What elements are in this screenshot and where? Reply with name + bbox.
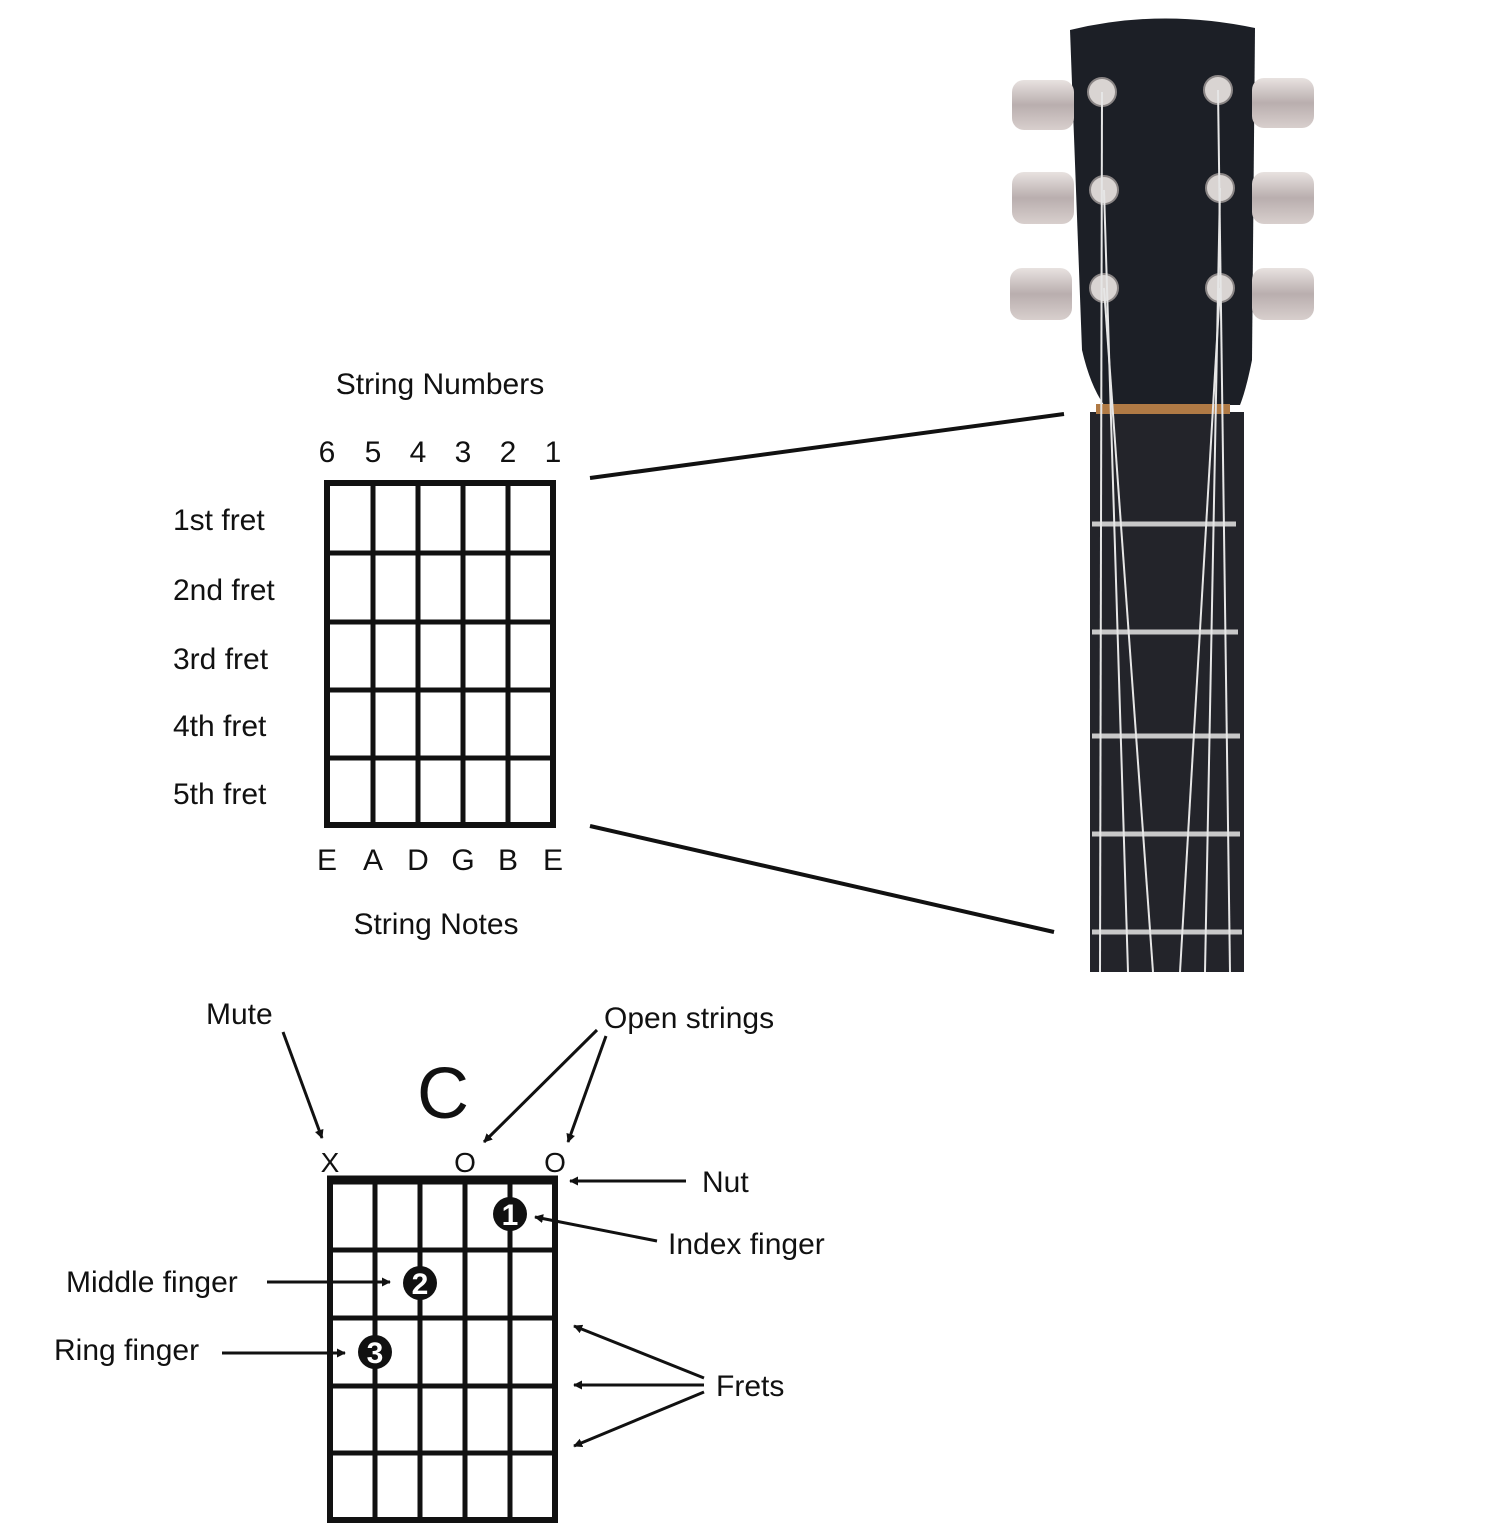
- frets-arrow: [573, 1324, 705, 1380]
- finger-dot-3: 3: [358, 1335, 392, 1370]
- tuning-pegs-left: [1010, 80, 1074, 320]
- open-string-marker: O: [454, 1147, 476, 1178]
- chart-grid: [324, 480, 556, 828]
- finger-dot-1: 1: [493, 1197, 527, 1232]
- string-note-6: E: [317, 844, 337, 877]
- string-note-2: B: [498, 844, 518, 877]
- open-string-arrow: [566, 1035, 608, 1143]
- string-number-3: 3: [455, 436, 472, 469]
- headstock: [1070, 18, 1255, 405]
- fret-label-4: 4th fret: [173, 710, 267, 743]
- fret-label-3: 3rd fret: [173, 643, 269, 676]
- index-finger-label: Index finger: [668, 1228, 825, 1261]
- string-number-6: 6: [319, 436, 336, 469]
- fret-label-1: 1st fret: [173, 504, 265, 537]
- tuner-posts: [1087, 75, 1235, 303]
- mute-marker: X: [321, 1147, 340, 1178]
- string-markers: X O O: [321, 1147, 566, 1178]
- guitar-strings: [1099, 89, 1231, 973]
- string-note-3: G: [451, 844, 474, 877]
- open-strings-label: Open strings: [604, 1002, 774, 1035]
- tuning-pegs-right: [1252, 78, 1314, 320]
- string-number-1: 1: [545, 436, 562, 469]
- string-fret-chart: String Numbers 6 5 4 3 2 1 1st fret 2nd …: [173, 368, 563, 941]
- mute-label: Mute: [206, 998, 273, 1031]
- string-number-5: 5: [365, 436, 382, 469]
- nut-label: Nut: [702, 1166, 749, 1199]
- finger-number: 3: [367, 1337, 384, 1370]
- string-numbers-title: String Numbers: [336, 368, 544, 401]
- frets-arrow: [573, 1390, 705, 1448]
- string-notes-caption: String Notes: [353, 908, 518, 941]
- string-note-labels: E A D G B E: [317, 844, 563, 877]
- nut: [1096, 404, 1230, 414]
- string-note-5: A: [363, 844, 383, 877]
- frets-label: Frets: [716, 1370, 784, 1403]
- chord-grid: [327, 1175, 558, 1523]
- string-note-4: D: [407, 844, 429, 877]
- fret-labels: 1st fret 2nd fret 3rd fret 4th fret 5th …: [173, 504, 275, 811]
- fret-label-2: 2nd fret: [173, 574, 275, 607]
- string-number-2: 2: [500, 436, 517, 469]
- open-string-marker: O: [544, 1147, 566, 1178]
- middle-finger-label: Middle finger: [66, 1266, 238, 1299]
- finger-number: 1: [502, 1199, 519, 1232]
- finger-dot-2: 2: [403, 1266, 437, 1301]
- zoom-connector-lines: [589, 412, 1065, 934]
- chord-name: C: [417, 1054, 469, 1134]
- string-number-4: 4: [410, 436, 427, 469]
- annotation-arrows: [222, 1028, 705, 1448]
- chord-grid-border: [327, 1177, 558, 1523]
- finger-dots: 1 2 3: [358, 1197, 527, 1370]
- fretboard-frets: [1092, 521, 1242, 935]
- open-string-arrow: [482, 1028, 599, 1144]
- guitar-neck-illustration: [1010, 18, 1314, 973]
- mute-arrow: [281, 1031, 324, 1139]
- string-note-1: E: [543, 844, 563, 877]
- ring-finger-label: Ring finger: [54, 1334, 199, 1367]
- fret-label-5: 5th fret: [173, 778, 267, 811]
- c-chord-diagram: C X O O 1 2: [54, 998, 825, 1523]
- finger-number: 2: [412, 1268, 429, 1301]
- string-number-labels: 6 5 4 3 2 1: [319, 436, 562, 469]
- annotation-labels: Mute Open strings Nut Index finger Middl…: [54, 998, 825, 1403]
- fretboard: [1090, 412, 1244, 972]
- chart-grid-border: [324, 480, 556, 828]
- index-finger-arrow: [534, 1214, 658, 1243]
